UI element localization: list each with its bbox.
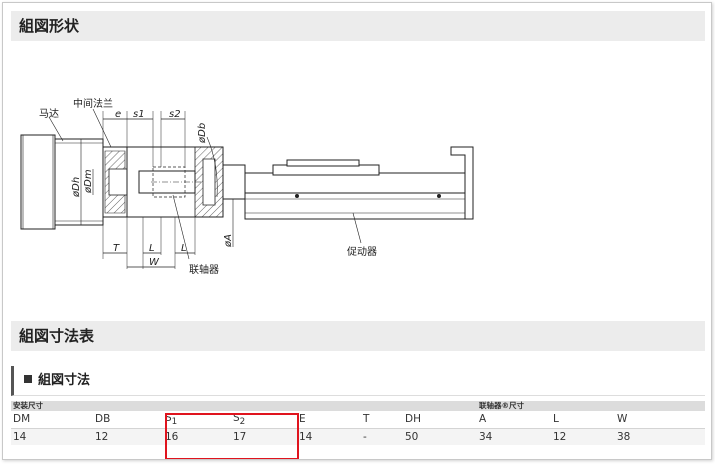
dim-w-label: W — [149, 257, 160, 268]
dim-s1-label: s1 — [133, 109, 145, 120]
dim-l1-label: L — [149, 243, 155, 254]
dimension-subheading-text: 組図寸法 — [38, 373, 91, 388]
cell-s2: 17 — [231, 428, 297, 445]
table-row: 14 12 16 17 14 - 50 34 12 38 — [11, 428, 705, 445]
cell-db: 12 — [93, 428, 163, 445]
col-header-dm: DM — [11, 411, 93, 429]
dim-dm-label: øDm — [83, 169, 94, 194]
mid-flange-label: 中间法兰 — [73, 97, 113, 110]
coupling-dimensions-group: 联轴器®尺寸 — [477, 401, 705, 411]
col-header-s2: S2 — [231, 411, 297, 429]
actuator-label: 促动器 — [347, 245, 377, 258]
col-header-dh: DH — [403, 411, 477, 429]
cell-a: 34 — [477, 428, 551, 445]
table-header-row: DM DB S1 S2 E T DH A L W — [11, 411, 705, 429]
col-header-e: E — [297, 411, 361, 429]
s2-base: S — [233, 411, 240, 424]
col-header-w: W — [615, 411, 705, 429]
assembly-shape-heading: 組図形状 — [11, 11, 705, 41]
motor-label: 马达 — [39, 108, 59, 120]
cell-l: 12 — [551, 428, 615, 445]
dimension-subheading: 組図寸法 — [11, 366, 705, 396]
dimension-table: 安装尺寸 联轴器®尺寸 DM DB S1 S2 E T DH A L W 14 … — [11, 401, 705, 445]
assembly-drawing-svg: 马达 中间法兰 促动器 联轴器 e s1 s2 T L L W øDb øDh … — [20, 97, 474, 276]
s1-base: S — [165, 411, 172, 424]
dimension-table-heading: 組図寸法表 — [11, 321, 705, 351]
cell-dh: 50 — [403, 428, 477, 445]
s1-sub: 1 — [171, 416, 178, 427]
s2-sub: 2 — [239, 416, 246, 427]
table-group-row: 安装尺寸 联轴器®尺寸 — [11, 401, 705, 411]
col-header-s1: S1 — [163, 411, 231, 429]
dim-a-label: øA — [223, 234, 234, 248]
dim-dh-label: øDh — [71, 177, 82, 198]
square-bullet-icon — [24, 375, 32, 383]
cell-dm: 14 — [11, 428, 93, 445]
dim-l2-label: L — [181, 243, 187, 254]
dim-db-label: øDb — [197, 123, 208, 144]
dim-t-label: T — [113, 243, 120, 254]
assembly-drawing: 马达 中间法兰 促动器 联轴器 e s1 s2 T L L W øDb øDh … — [11, 47, 705, 319]
cell-w: 38 — [615, 428, 705, 445]
col-header-a: A — [477, 411, 551, 429]
dim-s2-label: s2 — [169, 109, 181, 120]
s1-s2-highlight-box — [165, 413, 299, 459]
dim-e-label: e — [115, 109, 121, 120]
col-header-t: T — [361, 411, 403, 429]
cell-t: - — [361, 428, 403, 445]
coupling-label: 联轴器 — [189, 263, 219, 276]
install-dimensions-group: 安装尺寸 — [11, 401, 477, 411]
cell-e: 14 — [297, 428, 361, 445]
motor-body — [20, 134, 56, 230]
col-header-db: DB — [93, 411, 163, 429]
cell-s1: 16 — [163, 428, 231, 445]
col-header-l: L — [551, 411, 615, 429]
